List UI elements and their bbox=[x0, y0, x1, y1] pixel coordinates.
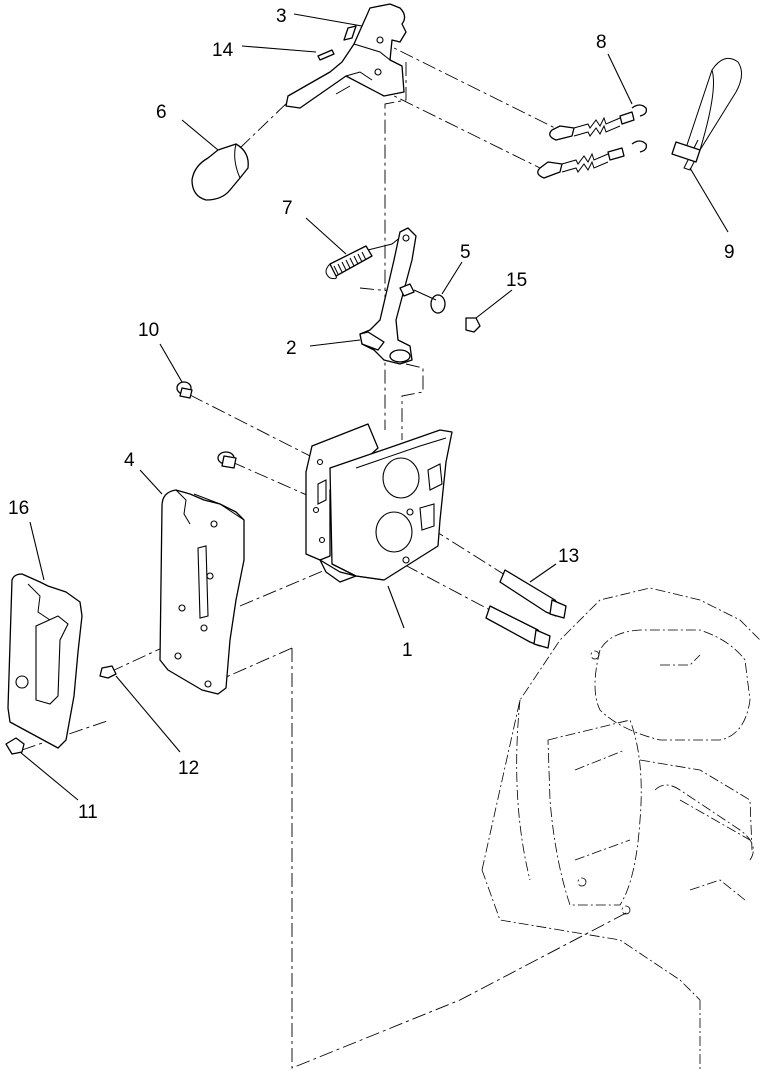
part-1-bracket bbox=[305, 423, 453, 583]
callout-11: 11 bbox=[78, 802, 98, 823]
part-9-hairpin bbox=[671, 57, 742, 171]
cable-end-lower bbox=[537, 147, 625, 179]
part-11-bolt bbox=[5, 737, 25, 755]
callout-9: 9 bbox=[724, 242, 735, 263]
cable-end-upper bbox=[549, 111, 635, 141]
callout-13: 13 bbox=[558, 546, 579, 567]
part-8-clips bbox=[537, 104, 648, 179]
callout-10: 10 bbox=[138, 320, 159, 341]
part-7-spring bbox=[325, 235, 403, 280]
callout-12: 12 bbox=[178, 758, 199, 779]
part-4-backing-plate bbox=[159, 489, 245, 695]
part-13-bolts bbox=[485, 569, 567, 649]
assembly-lines bbox=[21, 39, 629, 1069]
phantom-housing bbox=[481, 587, 761, 1071]
part-16-gasket bbox=[7, 573, 83, 749]
callout-3: 3 bbox=[276, 6, 287, 27]
callout-4: 4 bbox=[124, 450, 135, 471]
part-3-control-lever bbox=[285, 3, 407, 109]
part-15-nut bbox=[465, 317, 481, 333]
part-5-washer bbox=[399, 283, 446, 314]
part-2-selector-arm bbox=[359, 227, 417, 365]
callout-14: 14 bbox=[212, 40, 234, 61]
callout-2: 2 bbox=[286, 338, 297, 359]
callout-labels: 3 14 6 8 9 7 5 15 2 10 4 16 13 1 12 11 bbox=[8, 6, 735, 823]
leader-lines bbox=[19, 13, 729, 801]
callout-15: 15 bbox=[506, 270, 527, 291]
callout-5: 5 bbox=[460, 242, 471, 263]
callout-1: 1 bbox=[402, 640, 413, 661]
part-12-screw bbox=[99, 665, 117, 679]
part-6-knob bbox=[191, 143, 249, 201]
part-14-pin bbox=[317, 49, 335, 61]
callout-8: 8 bbox=[596, 32, 607, 53]
callout-6: 6 bbox=[156, 102, 167, 123]
part-10-nut-second bbox=[217, 451, 237, 469]
callout-7: 7 bbox=[282, 198, 293, 219]
callout-16: 16 bbox=[8, 498, 29, 519]
part-10-nut bbox=[176, 381, 193, 399]
